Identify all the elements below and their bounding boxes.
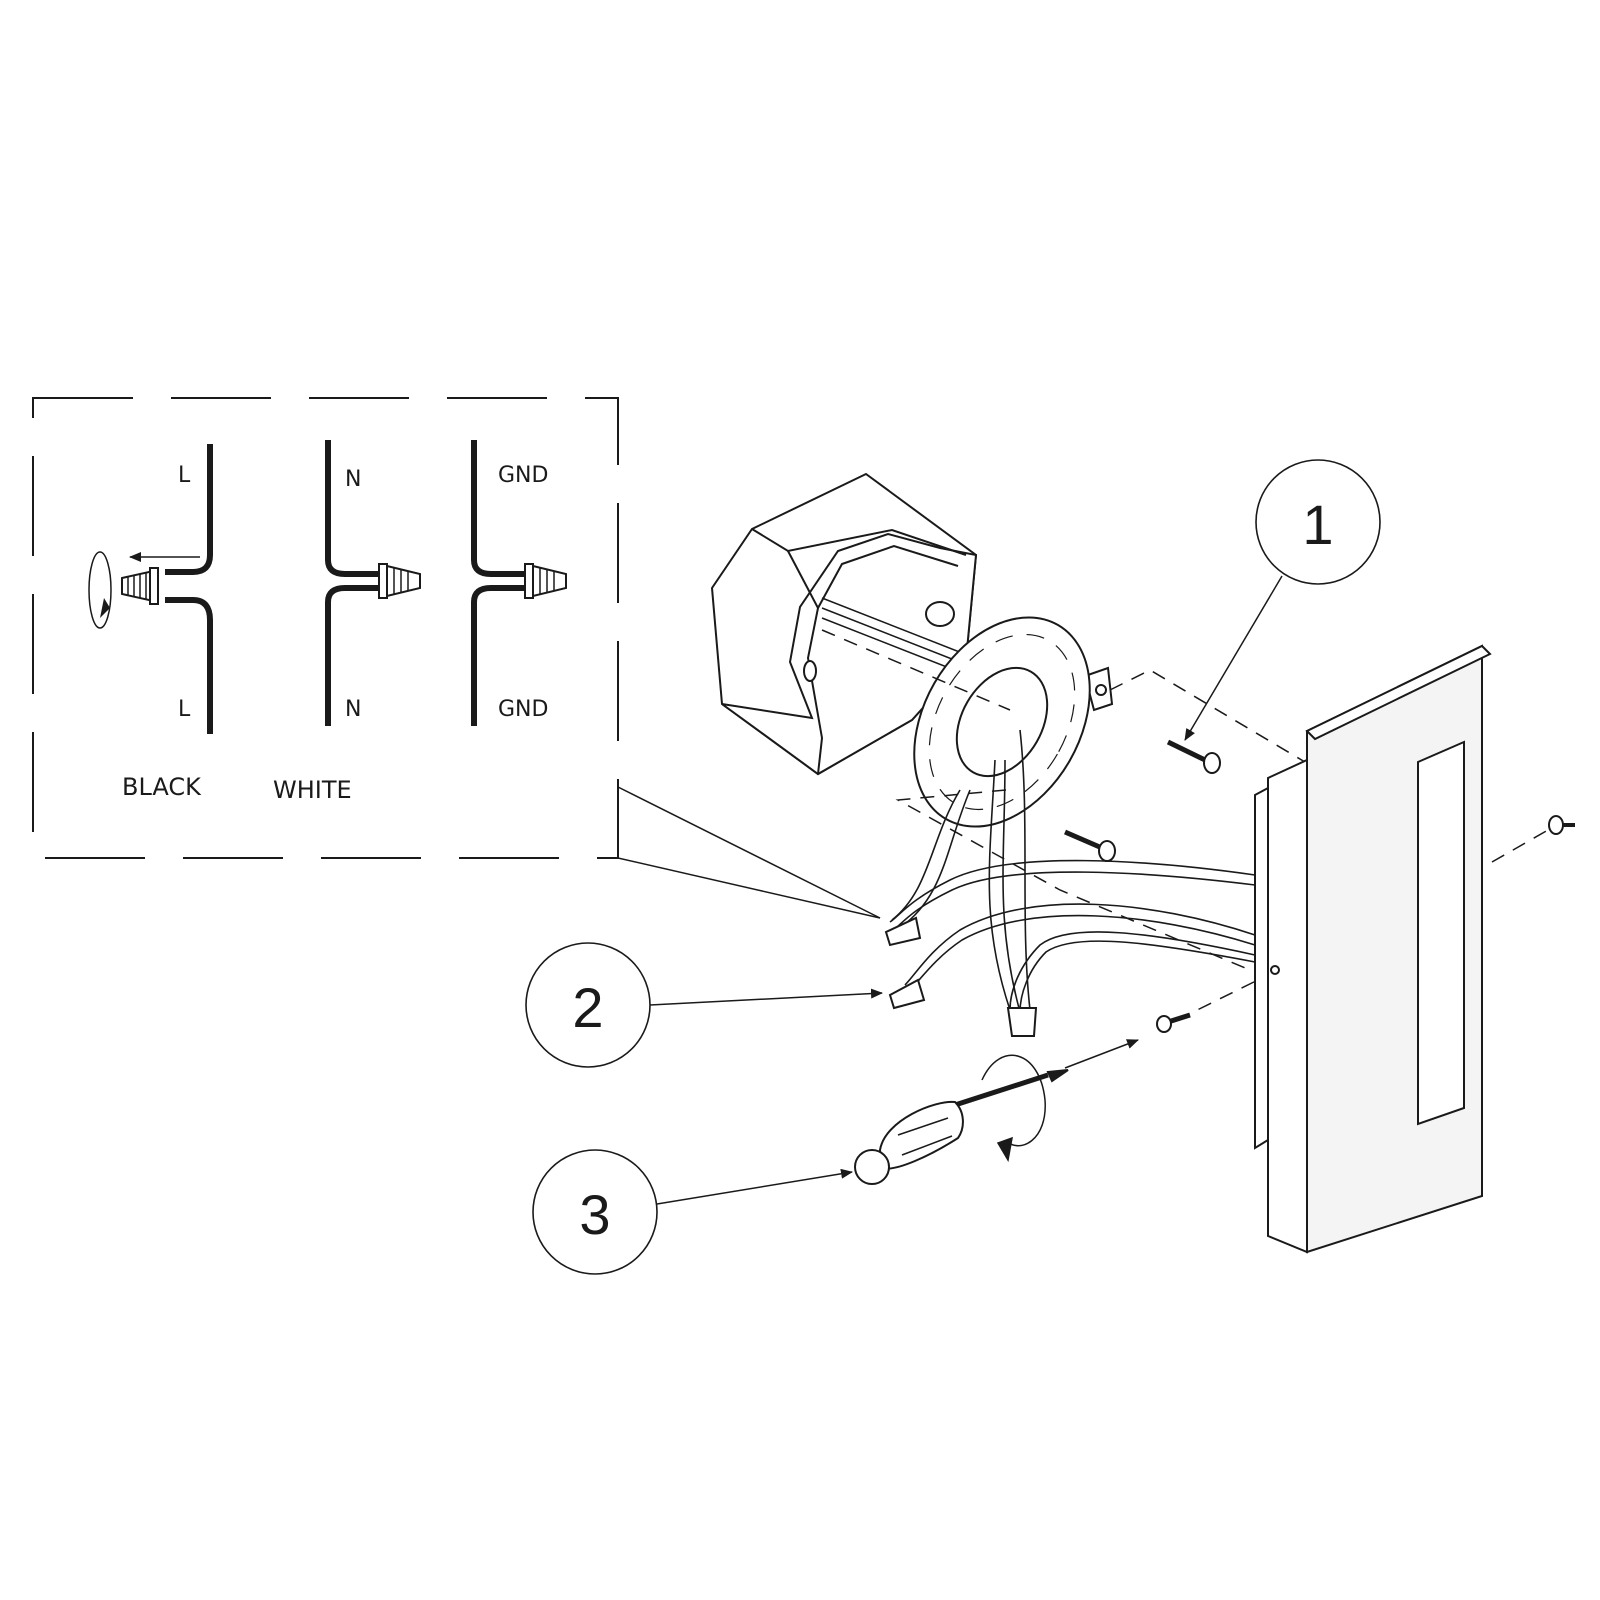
wiring-inset: L L BLACK N N WHITE: [32, 397, 881, 919]
callout-3-number: 3: [579, 1183, 610, 1246]
white-wire-connection: N N WHITE: [273, 440, 421, 804]
callout-1-number: 1: [1302, 493, 1333, 556]
fixture-wire-harness: [889, 729, 1256, 1013]
callout-1: 1: [1184, 459, 1381, 741]
callout-3-leader: [656, 1168, 853, 1205]
white-wire-color-label: WHITE: [273, 776, 352, 804]
ground-wire-connection: GND GND: [471, 440, 567, 726]
wire-nut-icon: [121, 567, 159, 605]
callout-3: 3: [532, 1149, 853, 1275]
black-wire-connection: L L BLACK: [88, 444, 213, 801]
callout-2-leader: [649, 988, 883, 1006]
alignment-lines: [821, 629, 1549, 1021]
wire-nut-icon: [524, 563, 567, 599]
callout-2: 2: [525, 942, 883, 1068]
mounting-screw-icon: [1156, 1012, 1191, 1033]
junction-box: [710, 472, 986, 776]
rotate-arrow-icon: [88, 551, 112, 629]
black-wire-top-label: L: [178, 463, 191, 488]
inset-leader-line: [617, 857, 881, 919]
black-wire-bottom-label: L: [178, 697, 191, 722]
wire-nut-icon: [378, 563, 421, 599]
callout-1-leader: [1184, 575, 1283, 741]
mounting-screw-icon: [1166, 739, 1221, 774]
black-wire-color-label: BLACK: [122, 773, 202, 801]
mounting-screw-icon: [1064, 829, 1116, 862]
white-wire-top-label: N: [345, 467, 361, 492]
wall-fixture: [1254, 644, 1492, 1254]
callout-2-number: 2: [572, 976, 603, 1039]
wire-nut-icon: [884, 916, 1038, 1037]
inset-dashed-frame: [32, 397, 619, 859]
ground-wire-top-label: GND: [498, 463, 548, 488]
mounting-bracket: [913, 616, 1114, 828]
screwdriver-icon: [854, 1069, 1069, 1185]
inset-leader-line: [617, 786, 881, 919]
ground-wire-bottom-label: GND: [498, 697, 548, 722]
rotate-arrow-icon: [981, 1054, 1046, 1163]
white-wire-bottom-label: N: [345, 697, 361, 722]
mounting-screw-icon: [1548, 815, 1575, 835]
screw-direction-arrow-icon: [1064, 1039, 1139, 1069]
